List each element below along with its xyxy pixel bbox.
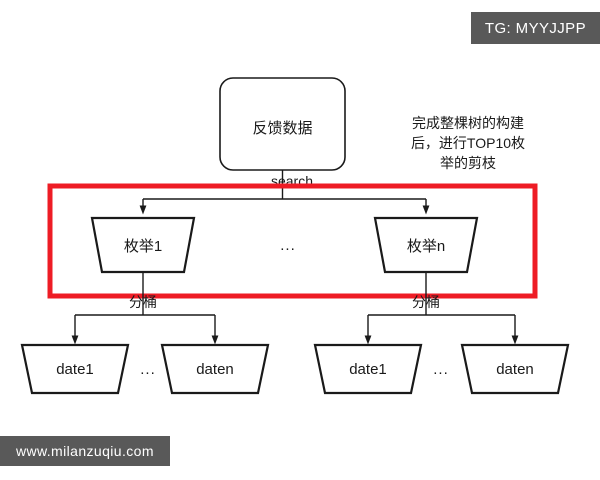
node-enumeration-2 <box>373 216 479 274</box>
node-feedback-data-label: 反馈数据 <box>252 120 312 137</box>
node-date-left-1 <box>20 343 130 395</box>
node-enumeration-1 <box>90 216 196 274</box>
tag-badge: TG: MYYJJPP <box>470 12 600 44</box>
node-date-right-2 <box>460 343 570 395</box>
date-ellipsis-left: ... <box>140 361 156 378</box>
enumeration-ellipsis: ... <box>280 237 296 254</box>
node-enumeration-1-label: 枚举1 <box>124 238 162 255</box>
node-date-right-2-label: daten <box>496 361 534 378</box>
edge-label-bucket-right: 分桶 <box>412 294 440 310</box>
node-date-right-1 <box>313 343 423 395</box>
node-date-left-2-label: daten <box>196 361 234 378</box>
highlight-region <box>47 183 538 299</box>
node-date-left-2 <box>160 343 270 395</box>
date-ellipsis-right: ... <box>433 361 449 378</box>
node-date-left-1-label: date1 <box>56 361 94 378</box>
watermark-badge: www.milanzuqiu.com <box>0 436 170 466</box>
node-enumeration-2-label: 枚举n <box>407 238 445 255</box>
edge-label-bucket-left: 分桶 <box>129 294 157 310</box>
annotation-line-1: 完成整棵树的构建 <box>412 115 524 131</box>
node-date-right-1-label: date1 <box>349 361 387 378</box>
annotation-line-3: 举的剪枝 <box>440 155 496 171</box>
annotation-line-2: 后，进行TOP10枚 <box>411 135 525 151</box>
